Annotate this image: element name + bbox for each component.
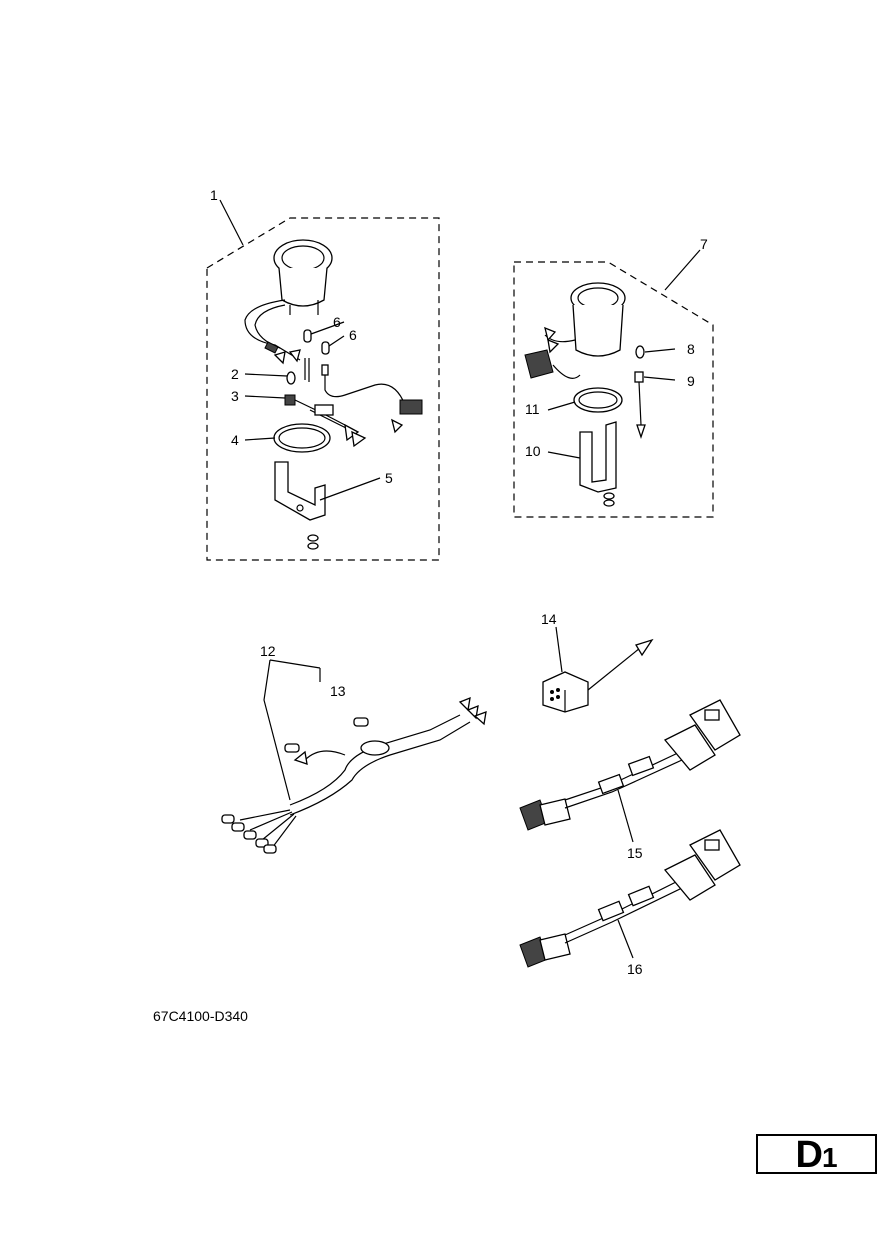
- page-label-number: 1: [821, 1142, 838, 1173]
- socket-9: [634, 371, 644, 383]
- gauge-1: [273, 239, 333, 315]
- connector-7: [524, 349, 554, 379]
- callout-6a: 6: [333, 314, 341, 330]
- callout-10: 10: [525, 443, 541, 459]
- bulb-2: [286, 371, 296, 385]
- bulb-6b: [321, 341, 330, 355]
- callout-8: 8: [687, 341, 695, 357]
- callout-6b: 6: [349, 327, 357, 343]
- kit-1-boundary: [206, 217, 440, 561]
- adapter-harness-16: [519, 829, 741, 968]
- callout-9: 9: [687, 373, 695, 389]
- callout-15: 15: [627, 845, 643, 861]
- gauge-kit-group: [206, 217, 440, 561]
- bracket-5: [274, 461, 326, 521]
- callout-4: 4: [231, 432, 239, 448]
- kit-7-boundary: [513, 261, 714, 518]
- callout-12: 12: [260, 643, 276, 659]
- drawing-code: 67C4100-D340: [153, 1008, 248, 1024]
- callout-13: 13: [330, 683, 346, 699]
- connector-14: [542, 638, 654, 713]
- gauge-7: [570, 282, 626, 357]
- adapter-harness-15: [519, 699, 741, 831]
- callout-1: 1: [210, 187, 218, 203]
- callout-16: 16: [627, 961, 643, 977]
- callout-5: 5: [385, 470, 393, 486]
- harness-12: [221, 696, 487, 854]
- bracket-10: [579, 421, 617, 493]
- leader-lines: [219, 199, 701, 959]
- callout-11: 11: [525, 401, 540, 417]
- callout-2: 2: [231, 366, 239, 382]
- callout-3: 3: [231, 388, 239, 404]
- callout-14: 14: [541, 611, 557, 627]
- callout-labels: 1 2 3 4 5 6 6 7 8 9 10 11 12 13 14 15 16: [210, 187, 708, 977]
- bulb-6a: [303, 329, 312, 343]
- fuse-13: [353, 717, 369, 727]
- callout-7: 7: [700, 236, 708, 252]
- page-label: D1: [756, 1134, 877, 1174]
- bulb-8: [635, 345, 645, 359]
- gauge-kit-7-group: [513, 261, 714, 518]
- socket-3: [284, 394, 296, 406]
- page-label-letter: D: [795, 1134, 822, 1176]
